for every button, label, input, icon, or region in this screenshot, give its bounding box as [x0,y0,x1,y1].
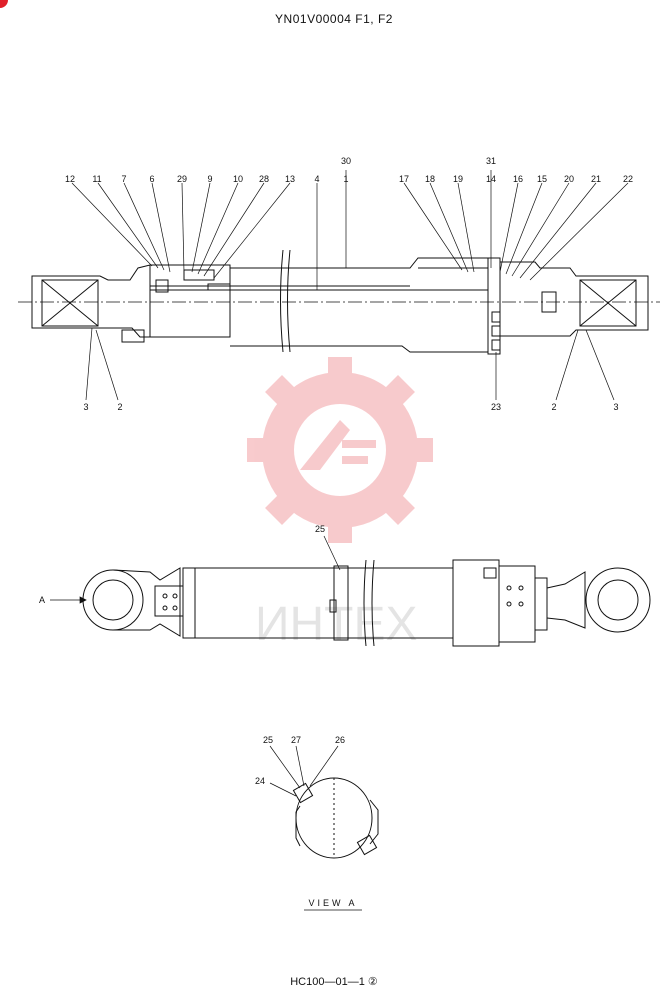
callout-2-right: 2 [551,402,556,412]
callout-3-left: 3 [83,402,88,412]
callout-3-right: 3 [613,402,618,412]
callout-19: 19 [453,174,463,184]
leader-lines-top [71,170,629,401]
callout-7: 7 [121,174,126,184]
view-a-callout-25: 25 [263,735,273,745]
drawing-code: HC100—01—1 ② [290,976,378,988]
view-a-callout-27: 27 [291,735,301,745]
callout-4: 4 [314,174,319,184]
corner-marker [0,0,8,8]
callout-25: 25 [315,524,325,534]
callout-22: 22 [623,174,633,184]
callout-11: 11 [92,174,101,184]
callout-6: 6 [149,174,154,184]
callout-17: 17 [399,174,409,184]
callout-9: 9 [207,174,212,184]
callout-28: 28 [259,174,269,184]
callout-31: 31 [486,156,496,166]
cylinder-section-view [18,249,660,355]
leader-lines-middle [50,535,341,604]
callout-14: 14 [486,174,496,184]
callout-20: 20 [564,174,574,184]
leader-lines-view-a [269,745,339,797]
callout-29: 29 [177,174,187,184]
callout-30: 30 [341,156,351,166]
view-a-callout-26: 26 [335,735,345,745]
callout-15: 15 [537,174,547,184]
callout-2-left: 2 [117,402,122,412]
callout-21: 21 [591,174,601,184]
callout-18: 18 [425,174,435,184]
drawing-title: YN01V00004 F1, F2 [275,12,393,26]
callout-13: 13 [285,174,295,184]
callout-1: 1 [343,174,348,184]
view-a-callout-24: 24 [255,776,265,786]
view-a-detail [292,777,379,859]
watermark-gear-logo [247,357,433,543]
callout-10: 10 [233,174,243,184]
callout-23: 23 [491,402,501,412]
view-a-label: VIEW A [308,898,357,908]
view-arrow-label-a: A [39,595,45,605]
callout-16: 16 [513,174,523,184]
callout-12: 12 [65,174,75,184]
